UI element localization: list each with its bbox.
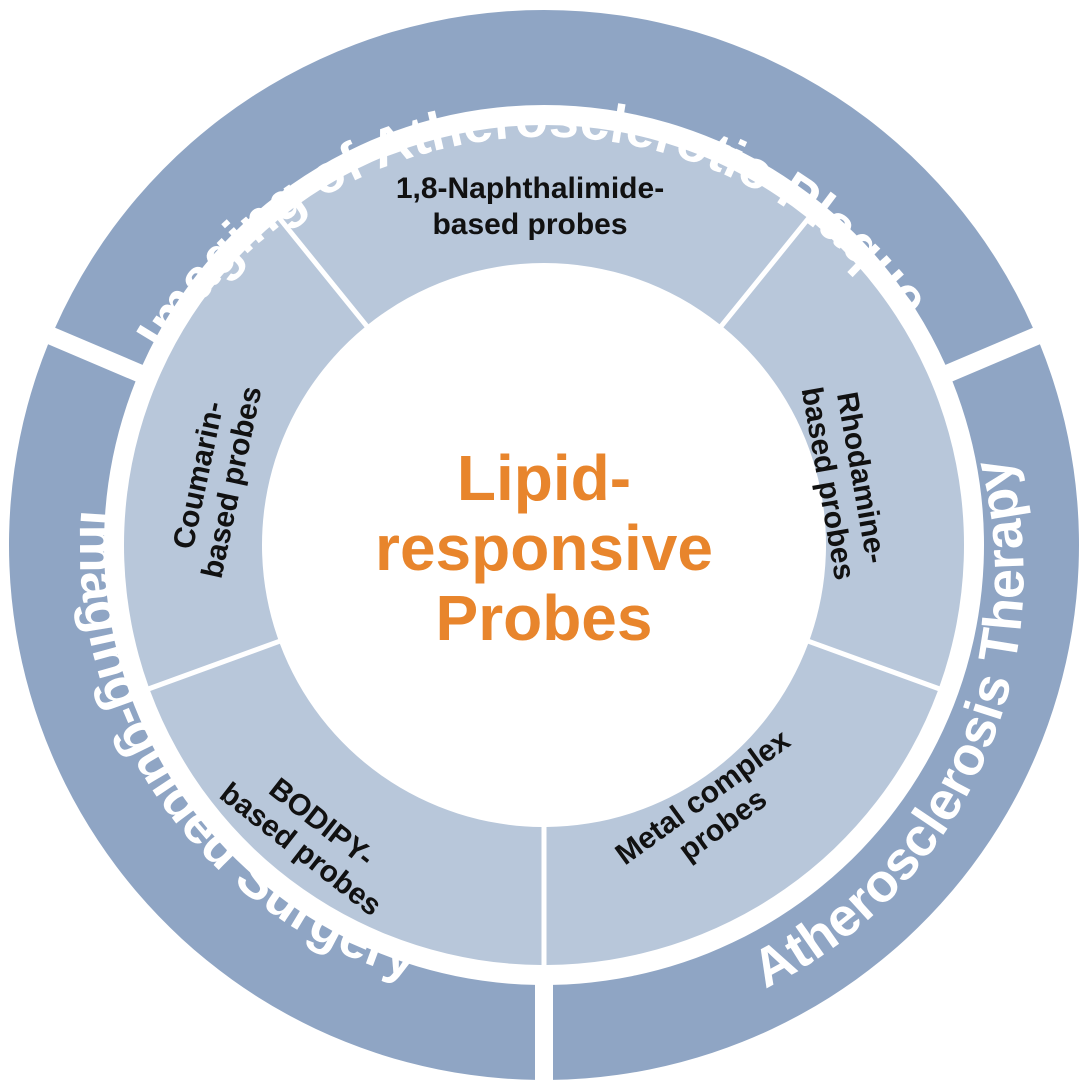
svg-text:responsive: responsive [375, 512, 713, 584]
inner-segment-coumarin [123, 220, 365, 687]
svg-text:Lipid-: Lipid- [457, 442, 631, 514]
outer-segment-imaging-plaque [55, 9, 1033, 365]
svg-text:based probes: based probes [432, 208, 627, 241]
outer-segment-imaging-guided-surgery [8, 344, 536, 1080]
inner-label-naphthalimide: 1,8-Naphthalimide- based probes [396, 172, 664, 241]
svg-text:1,8-Naphthalimide-: 1,8-Naphthalimide- [396, 172, 664, 205]
inner-segment-naphthalimide [281, 125, 807, 325]
inner-segment-bodipy [150, 643, 542, 965]
center-title: Lipid- responsive Probes [375, 442, 713, 654]
outer-ring [8, 9, 1080, 1080]
outer-segment-atherosclerosis-therapy [552, 344, 1080, 1080]
inner-segment-rhodamine [723, 220, 965, 687]
svg-text:Probes: Probes [436, 582, 653, 654]
inner-segment-metal-complex [546, 643, 938, 965]
inner-ring [123, 125, 965, 965]
